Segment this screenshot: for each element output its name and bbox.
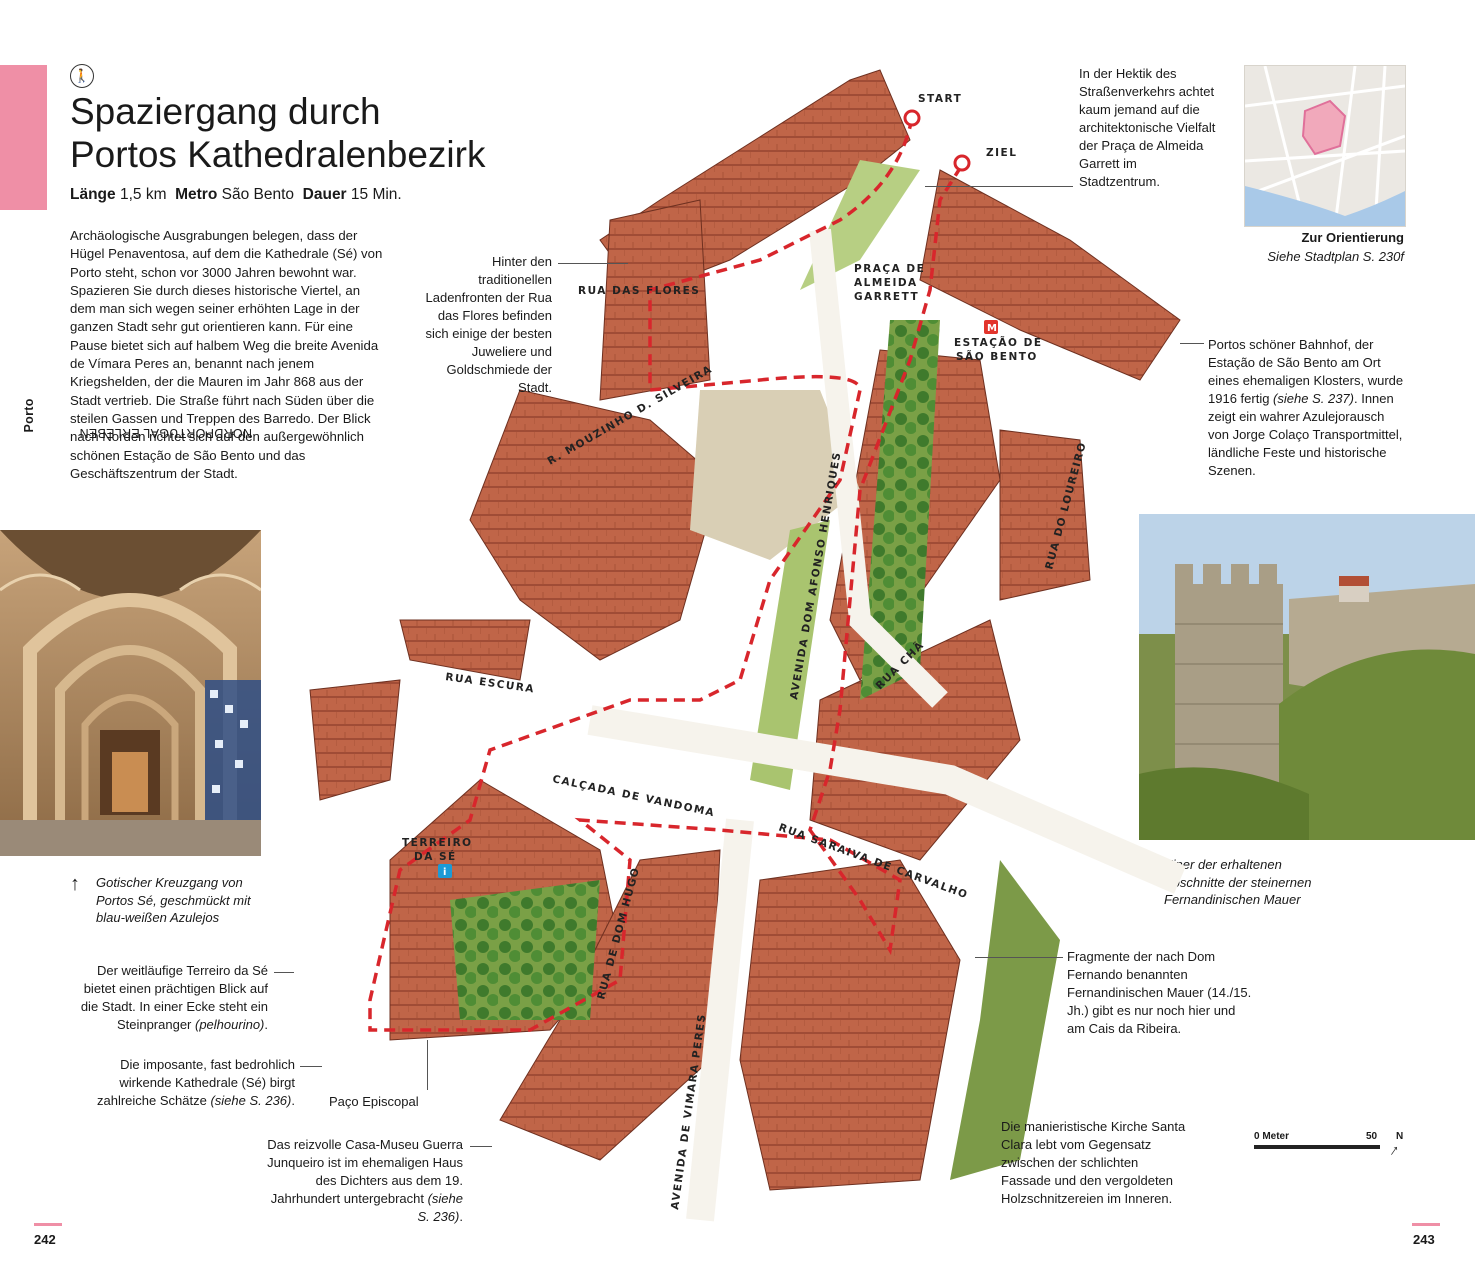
title-line-2: Portos Kathedralenbezirk <box>70 134 486 175</box>
page-marker-left <box>34 1223 62 1226</box>
map-label-terreiro-2: DA SÉ <box>414 850 457 863</box>
callout-hektik: In der Hektik des Straßenverkehrs achtet… <box>1079 66 1216 189</box>
map-label-start: START <box>918 93 962 105</box>
info-icon <box>438 864 452 878</box>
cloister-photo <box>0 530 261 856</box>
map-label-ziel: ZIEL <box>986 147 1017 159</box>
leader-line <box>925 186 1073 187</box>
callout-kathedrale: Die imposante, fast bedrohlich wirkende … <box>96 1057 295 1108</box>
scale-label-left: 0 Meter <box>1254 1131 1290 1142</box>
map-label-rua-flores: RUA DAS FLORES <box>578 285 700 297</box>
metro-label: Metro <box>175 186 218 203</box>
title-line-1: Spaziergang durch <box>70 91 381 132</box>
leader-line <box>274 972 294 973</box>
callout-bento: Portos schöner Bahnhof, der Estação de S… <box>1208 337 1404 478</box>
map-label-terreiro-1: TERREIRO <box>402 837 473 849</box>
callout-flores: Hinter den traditionellen Ladenfronten d… <box>425 254 552 395</box>
leader-line <box>427 1040 428 1090</box>
page-marker-right <box>1412 1223 1440 1226</box>
callout-santa-clara: Die manieristische Kirche Santa Clara le… <box>1001 1119 1186 1206</box>
photo-right-caption: Einer der erhaltenen Abschnitte der stei… <box>1164 857 1312 907</box>
length-label: Länge <box>70 186 116 203</box>
map-label-praca-2: ALMEIDA <box>854 277 918 289</box>
leader-line <box>300 1066 322 1067</box>
intro-text: Archäologische Ausgrabungen belegen, das… <box>70 228 383 481</box>
finish-marker-icon <box>953 154 971 172</box>
leader-line <box>975 957 1063 958</box>
walk-facts: Länge 1,5 km Metro São Bento Dauer 15 Mi… <box>70 186 402 204</box>
map-label-estacao-2: SÃO BENTO <box>956 350 1038 363</box>
callout-fragmente: Fragmente der nach Dom Fernando benannte… <box>1067 949 1252 1036</box>
orientation-title: Zur Orientierung <box>1301 230 1404 245</box>
metro-icon-letter: M <box>987 323 997 334</box>
start-marker-icon <box>903 109 921 127</box>
section-color-tab <box>0 65 47 210</box>
callout-terreiro: Der weitläufige Terreiro da Sé bietet ei… <box>80 963 268 1032</box>
callout-guerra: Das reizvolle Casa-Museu Guerra Junqueir… <box>267 1137 463 1224</box>
scale-bar <box>1254 1145 1380 1149</box>
map-label-vandoma: CALÇADA DE VANDOMA <box>551 773 716 819</box>
duration-value: 15 Min. <box>350 186 402 203</box>
callout-paco: Paço Episcopal <box>329 1094 419 1109</box>
north-label: N <box>1396 1131 1404 1142</box>
leader-line <box>470 1146 492 1147</box>
fernandine-wall-photo <box>1139 514 1475 840</box>
metro-value: São Bento <box>221 186 295 203</box>
length-value: 1,5 km <box>119 186 167 203</box>
info-icon-letter: i <box>443 867 446 878</box>
walk-route <box>368 117 964 1032</box>
leader-line <box>1180 343 1204 344</box>
city-label: Porto <box>22 398 36 433</box>
metro-icon <box>984 320 998 334</box>
map-label-praca-1: PRAÇA DE <box>854 263 925 275</box>
page-title: Spaziergang durch Portos Kathedralenbezi… <box>70 90 590 176</box>
page-number-right: 243 <box>1413 1232 1435 1247</box>
photo-left-caption: Gotischer Kreuzgang von Portos Sé, gesch… <box>96 875 251 925</box>
map-label-estacao-1: ESTAÇÃO DE <box>954 336 1043 349</box>
arrow-up-icon: ↑ <box>70 873 80 895</box>
duration-label: Dauer <box>302 186 347 203</box>
orientation-sub: Siehe Stadtplan S. 230f <box>1267 249 1404 264</box>
north-arrow-icon: ↑ <box>1386 1141 1403 1160</box>
walking-person-icon: 🚶 <box>70 64 94 88</box>
page-number-left: 242 <box>34 1232 56 1247</box>
running-header: NORDPORTUGAL ERLEBEN Porto <box>22 210 252 440</box>
illustrated-map: START ZIEL RUA DAS FLORES PRAÇA DE ALMEI… <box>309 69 1186 1222</box>
scale-label-right: 50 <box>1366 1131 1378 1142</box>
leader-line <box>558 263 628 264</box>
orientation-map <box>1244 65 1406 227</box>
map-label-praca-3: GARRETT <box>854 291 919 303</box>
